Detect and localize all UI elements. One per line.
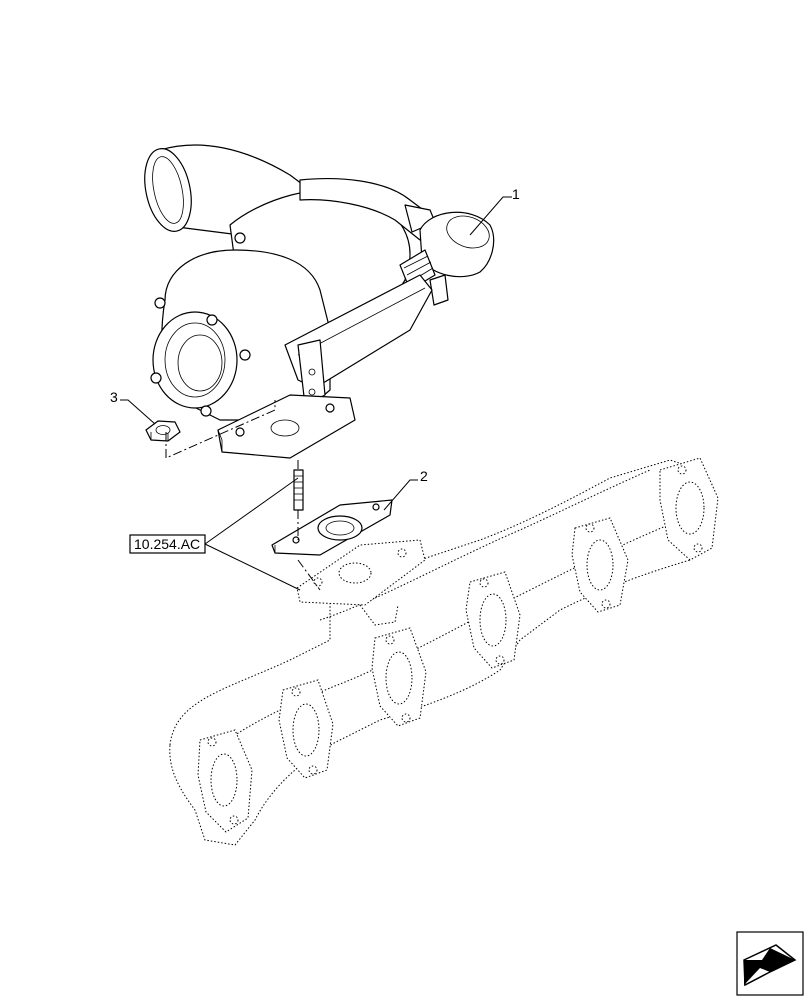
- manifold-flange-6: [197, 729, 253, 833]
- turbo-gasket: [271, 499, 393, 556]
- turbocharger: [144, 144, 495, 459]
- exhaust-manifold: [169, 457, 719, 846]
- manifold-flange-2: [571, 517, 629, 613]
- manifold-turbo-flange: [296, 539, 426, 626]
- manifold-flange-3: [465, 571, 521, 669]
- alignment-lines: [165, 400, 321, 591]
- mounting-stud: [293, 469, 304, 511]
- actuator-bracket: [284, 274, 433, 406]
- manifold-flange-1: [659, 457, 719, 561]
- callout-1: 1: [469, 186, 520, 236]
- callout-3-label: 3: [110, 389, 118, 405]
- hex-nut: [145, 420, 181, 442]
- manifold-flange-5: [278, 679, 334, 779]
- callout-3: 3: [110, 389, 156, 425]
- callout-2-label: 2: [420, 468, 428, 484]
- next-page-arrow-icon[interactable]: [736, 931, 804, 996]
- callout-1-label: 1: [512, 186, 520, 202]
- callout-2: 2: [383, 468, 428, 511]
- reference-callout[interactable]: 10.254.AC: [129, 477, 301, 591]
- reference-label[interactable]: 10.254.AC: [134, 536, 200, 552]
- manifold-flange-4: [371, 627, 427, 727]
- wastegate-actuator: [399, 211, 495, 306]
